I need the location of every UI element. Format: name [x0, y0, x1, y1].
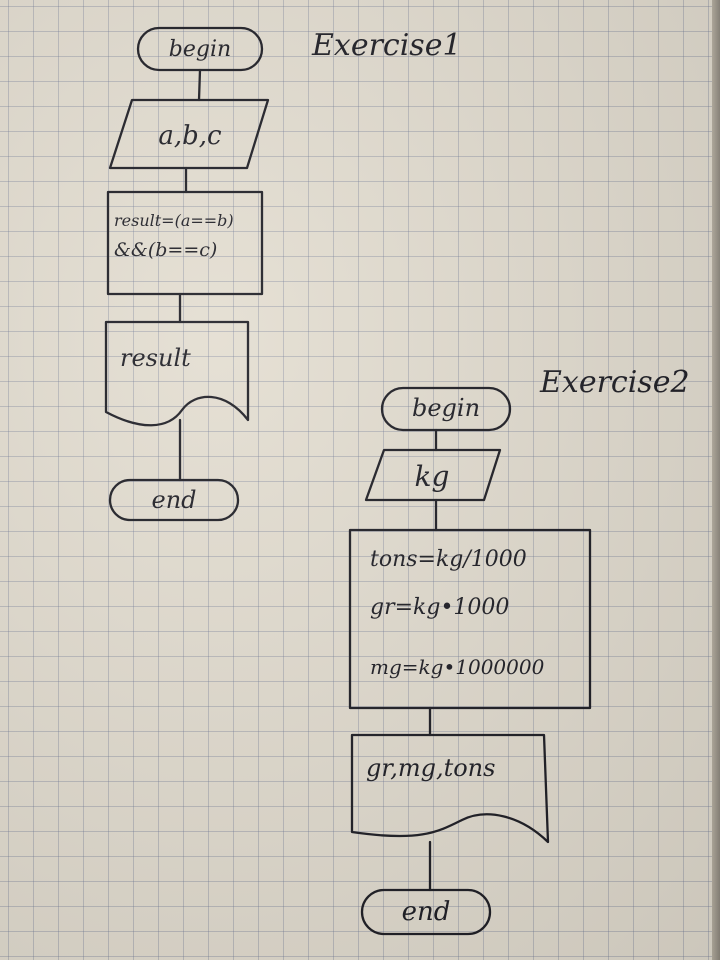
flowchart-exercise-2: Exercise2 begin kg tons=kg/1000 gr=kg•10…: [348, 365, 690, 936]
heading-exercise-1: Exercise1: [311, 28, 462, 63]
end-terminal-2: [360, 888, 492, 936]
output-label-1: result: [120, 344, 191, 372]
process-line-2-2: gr=kg•1000: [370, 595, 509, 620]
process-box-2: [348, 528, 592, 710]
connector-1a: [197, 68, 202, 102]
process-line-2-3: mg=kg•1000000: [370, 655, 545, 679]
process-line-1-1: result=(a==b): [114, 211, 234, 230]
heading-exercise-2: Exercise2: [539, 365, 690, 400]
begin-label-2: begin: [412, 394, 480, 422]
end-label-2: end: [402, 897, 451, 927]
flowchart-exercise-1: Exercise1 begin a,b,c result=(a==b) &&(b…: [104, 26, 462, 522]
process-box-1: [106, 190, 264, 296]
output-label-2: gr,mg,tons: [366, 754, 495, 782]
output-document-1: [104, 320, 250, 427]
begin-label-1: begin: [169, 37, 231, 62]
end-terminal-1: [108, 478, 240, 522]
input-parallelogram-2: [364, 448, 502, 502]
notebook-edge: [712, 0, 720, 960]
output-document-2: [350, 733, 550, 844]
begin-terminal-2: [380, 386, 512, 432]
input-label-2: kg: [415, 460, 450, 493]
input-parallelogram-1: [108, 98, 270, 170]
input-label-1: a,b,c: [158, 121, 222, 151]
process-line-2-1: tons=kg/1000: [370, 547, 527, 572]
end-label-1: end: [151, 486, 196, 514]
process-line-1-2: &&(b==c): [114, 239, 217, 261]
